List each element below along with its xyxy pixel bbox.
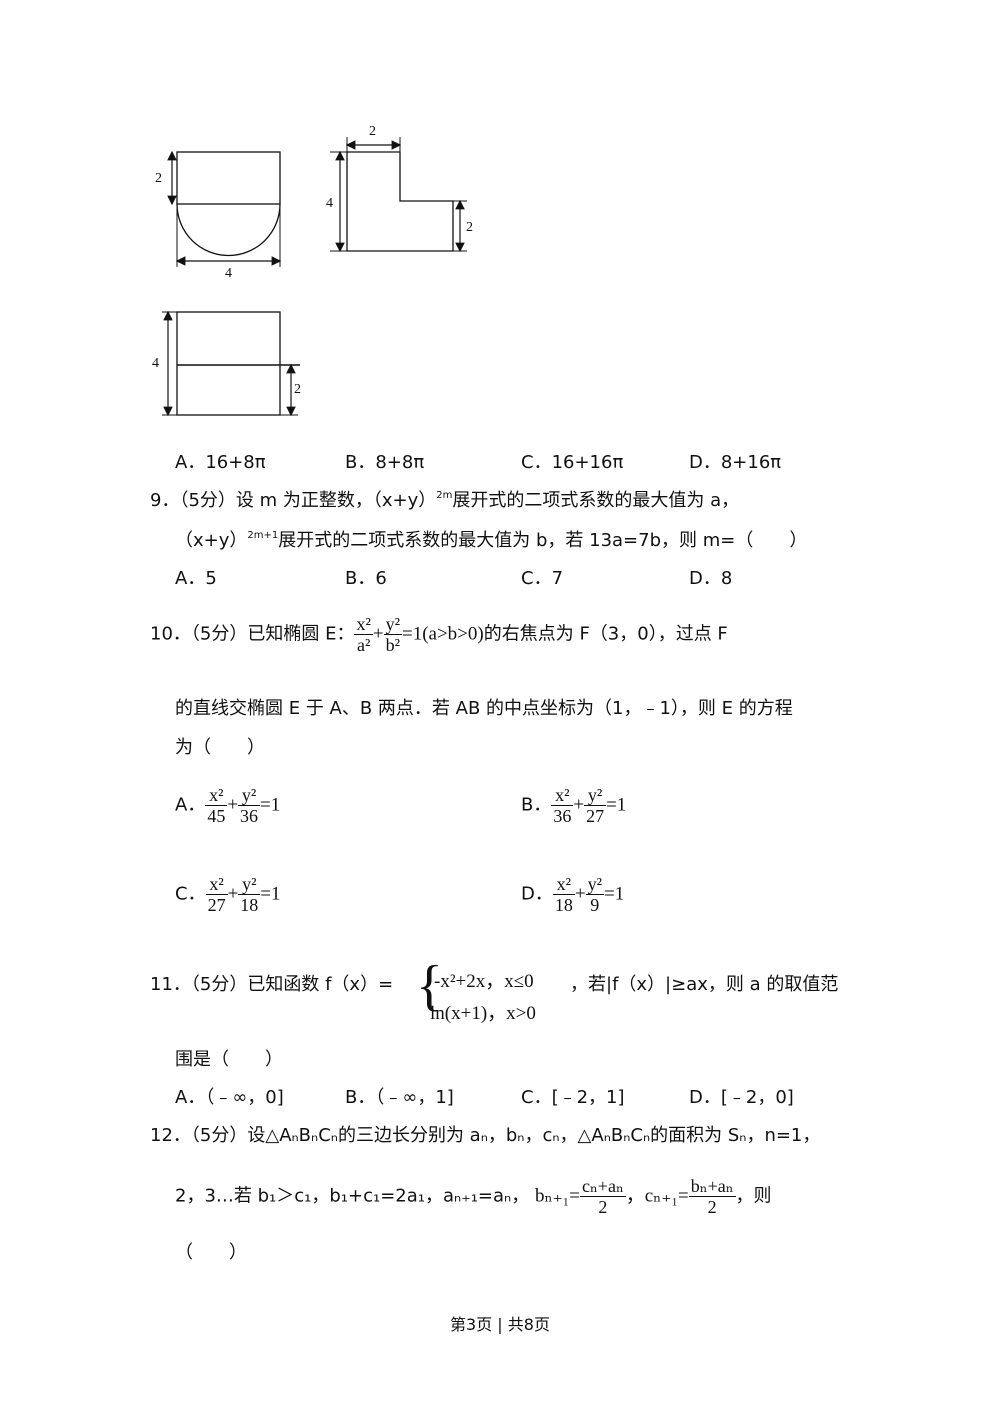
q10-option-a-label: A． <box>175 794 206 816</box>
q9-line2-b: 展开式的二项式系数的最大值为 b，若 13a=7b，则 m=（ ） <box>278 530 808 551</box>
q12-line2-a: 2，3…若 b₁＞c₁，b₁+c₁=2a₁，aₙ₊₁=aₙ， <box>175 1185 530 1207</box>
q10-b-yden: 27 <box>586 806 605 826</box>
q10-d-xden: 18 <box>554 895 573 915</box>
q10-eq-rest: =1(a>b>0) <box>401 623 484 645</box>
q10-option-c-label: C． <box>175 883 206 905</box>
q10-b-xnum: x² <box>551 785 574 806</box>
q10-b-xden: 36 <box>553 806 572 826</box>
front-height-label: 2 <box>155 171 162 186</box>
q10-a-ynum: y² <box>238 785 261 806</box>
side-height-label: 4 <box>326 196 333 211</box>
q10-c-xnum: x² <box>205 874 228 895</box>
q10-c-plus: + <box>227 883 239 905</box>
page-footer: 第3页 | 共8页 <box>450 1315 550 1334</box>
q10-d-plus: + <box>574 883 586 905</box>
q11-option-c[interactable]: C．[﹣2，1] <box>521 1087 625 1108</box>
q12-line2: 2，3…若 b₁＞c₁，b₁+c₁=2a₁，aₙ₊₁=aₙ， bₙ₊₁=cₙ+a… <box>175 1176 772 1217</box>
q9-exponent-2: 2m+1 <box>247 530 279 541</box>
q9-option-d[interactable]: D．8 <box>689 568 733 589</box>
q10-prefix: 10．（5分）已知椭圆 E： <box>150 623 355 645</box>
q10-option-b-label: B． <box>521 794 552 816</box>
q10-y-num: y² <box>383 614 402 635</box>
q8-option-d[interactable]: D．8+16π <box>689 452 782 473</box>
q12-line3: （ ） <box>175 1242 247 1263</box>
q10-y-den: b² <box>385 635 400 655</box>
q9-option-b[interactable]: B．6 <box>345 568 387 589</box>
q11-prefix: 11．（5分）已知函数 f（x）= <box>150 974 394 995</box>
q10-c-ynum: y² <box>238 874 261 895</box>
q10-a-xnum: x² <box>205 785 228 806</box>
q12-line1: 12．（5分）设△AₙBₙCₙ的三边长分别为 aₙ，bₙ，cₙ，△AₙBₙCₙ的… <box>150 1125 821 1146</box>
q10-d-eq: =1 <box>604 883 625 905</box>
q12-c-den: 2 <box>707 1197 717 1217</box>
q10-c-xden: 27 <box>207 895 226 915</box>
q12-c-num: bₙ+aₙ <box>688 1176 736 1197</box>
q10-x-num: x² <box>354 614 373 635</box>
front-width-label: 4 <box>225 266 232 281</box>
q10-x-den: a² <box>356 635 371 655</box>
q11-brace: { <box>416 955 443 1017</box>
side-top-label: 2 <box>369 124 376 139</box>
q10-a-eq: =1 <box>260 794 281 816</box>
front-view: 2 4 <box>155 150 282 281</box>
q10-d-ynum: y² <box>585 874 604 895</box>
q10-d-xnum: x² <box>552 874 575 895</box>
q9-line1-b: 展开式的二项式系数的最大值为 a， <box>452 490 740 511</box>
q12-b-num: cₙ+aₙ <box>580 1176 626 1197</box>
q10-d-yden: 9 <box>590 895 600 915</box>
q11-case-1: -x²+2x，x≤0 <box>434 971 534 992</box>
q8-option-c[interactable]: C．16+16π <box>521 452 624 473</box>
q9-line2: （x+y）2m+1展开式的二项式系数的最大值为 b，若 13a=7b，则 m=（… <box>175 530 807 555</box>
q9-exponent-1: 2m <box>436 490 453 501</box>
q10-c-eq: =1 <box>260 883 281 905</box>
q8-option-b[interactable]: B．8+8π <box>345 452 425 473</box>
q11-option-a[interactable]: A．（﹣∞，0] <box>175 1087 284 1108</box>
q10-line3: 为（ ） <box>175 737 265 758</box>
q9-line1: 9．（5分）设 m 为正整数，（x+y）2m展开式的二项式系数的最大值为 a， <box>150 490 739 515</box>
q11-case-2: ln(x+1)，x>0 <box>430 1003 536 1024</box>
q8-option-a[interactable]: A．16+8π <box>175 452 266 473</box>
q12-b-den: 2 <box>598 1197 608 1217</box>
q11-option-d[interactable]: D．[﹣2，0] <box>689 1087 794 1108</box>
q9-line2-a: （x+y） <box>175 530 248 551</box>
three-view-figures: 2 4 2 4 2 4 2 <box>152 124 473 417</box>
top-view: 4 2 <box>152 310 301 417</box>
q10-a-plus: + <box>227 794 239 816</box>
q11-option-b[interactable]: B．（﹣∞，1] <box>345 1087 454 1108</box>
q12-b-lhs: bₙ₊₁= <box>534 1185 581 1207</box>
q12-tail: ，则 <box>735 1185 772 1207</box>
q10-b-eq: =1 <box>606 794 627 816</box>
q10-a-yden: 36 <box>240 806 259 826</box>
q9-option-c[interactable]: C．7 <box>521 568 564 589</box>
q10-option-d-label: D． <box>521 883 553 905</box>
q9-line1-a: 9．（5分）设 m 为正整数，（x+y） <box>150 490 437 511</box>
q11-suffix: ，若|f（x）|≥ax，则 a 的取值范 <box>570 974 839 995</box>
side-step-label: 2 <box>466 220 473 235</box>
q10-a-xden: 45 <box>207 806 226 826</box>
q10-b-ynum: y² <box>584 785 607 806</box>
q10-c-yden: 18 <box>240 895 259 915</box>
top-step-label: 2 <box>294 382 301 397</box>
side-view: 2 4 2 <box>326 124 473 253</box>
q9-option-a[interactable]: A．5 <box>175 568 217 589</box>
q12-c-lhs: ，cₙ₊₁= <box>625 1185 689 1207</box>
q11-line2: 围是（ ） <box>175 1049 283 1070</box>
q10-line2: 的直线交椭圆 E 于 A、B 两点．若 AB 的中点坐标为（1，﹣1），则 E … <box>175 698 793 719</box>
q10-suffix: 的右焦点为 F（3，0），过点 F <box>483 623 728 645</box>
top-height-label: 4 <box>152 356 159 371</box>
q10-b-plus: + <box>573 794 585 816</box>
